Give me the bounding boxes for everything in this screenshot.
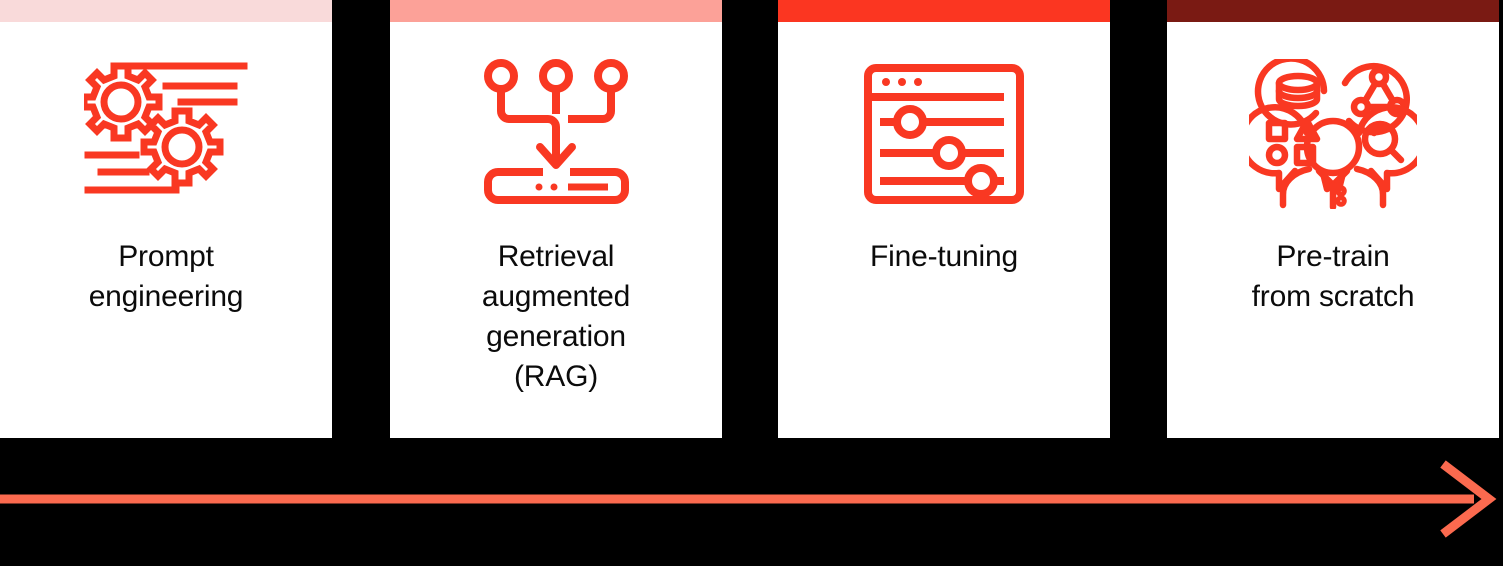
card-prompt-engineering[interactable]: Prompt engineering [0, 0, 332, 438]
accent-bar-fine-tuning [778, 0, 1110, 22]
accent-bar-prompt-engineering [0, 0, 332, 22]
card-label-line: from scratch [1251, 280, 1415, 313]
card-retrieval-augmented-generation[interactable]: Retrieval augmented generation (RAG) [390, 0, 722, 438]
card-label-pre-train-from-scratch: Pre-train from scratch [1167, 237, 1499, 317]
progression-arrow [0, 438, 1503, 566]
card-label-line: (RAG) [514, 360, 598, 393]
card-label-line: Retrieval [497, 240, 615, 273]
gears-icon [81, 55, 251, 213]
person-knowledge-bubbles-icon [1248, 55, 1418, 213]
card-label-line: Pre-train [1276, 240, 1390, 273]
approach-cards-row: Prompt engineering [0, 0, 1499, 438]
card-label-line: engineering [88, 280, 244, 313]
card-label-fine-tuning: Fine-tuning [778, 237, 1110, 277]
accent-bar-pre-train-from-scratch [1167, 0, 1499, 22]
sliders-window-icon [859, 55, 1029, 213]
card-label-line: augmented [481, 280, 631, 313]
card-label-prompt-engineering: Prompt engineering [0, 237, 332, 317]
data-merge-arrow-icon [471, 55, 641, 213]
card-label-line: Fine-tuning [870, 240, 1018, 273]
card-pre-train-from-scratch[interactable]: Pre-train from scratch [1167, 0, 1499, 438]
card-label-line: Prompt [118, 240, 214, 273]
accent-bar-retrieval-augmented-generation [390, 0, 722, 22]
card-label-retrieval-augmented-generation: Retrieval augmented generation (RAG) [390, 237, 722, 397]
card-fine-tuning[interactable]: Fine-tuning [778, 0, 1110, 438]
card-label-line: generation [486, 320, 626, 353]
